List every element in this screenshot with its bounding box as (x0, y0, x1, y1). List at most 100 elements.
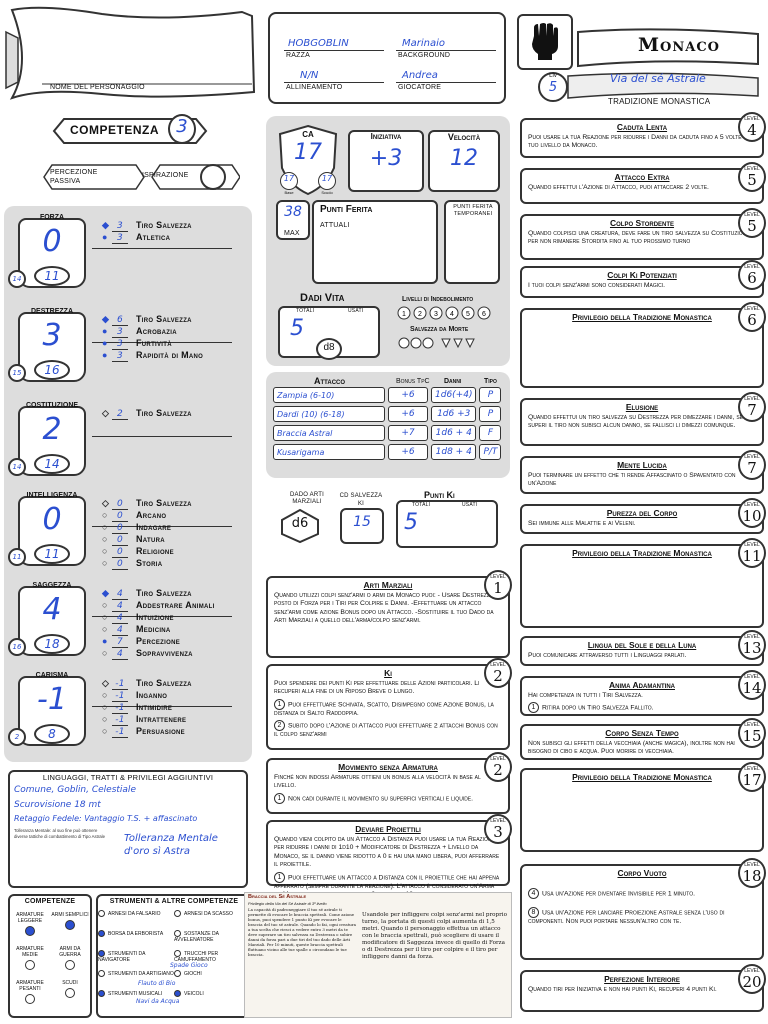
ability-base[interactable]: 16 (8, 638, 26, 656)
competence-toggle-icon[interactable] (65, 960, 75, 970)
hd-total-value[interactable]: 5 (290, 316, 304, 341)
initiative-value[interactable]: +3 (369, 146, 403, 171)
skill-value[interactable]: 0 (112, 523, 128, 534)
skill-value[interactable]: 3 (112, 327, 128, 338)
skill-value[interactable]: 4 (112, 649, 128, 660)
attack-name[interactable]: Braccia Astral (273, 425, 385, 441)
ability-base[interactable]: 11 (8, 548, 26, 566)
tradition-value[interactable]: Via del sé Astrale (610, 72, 706, 85)
skill-value[interactable]: 7 (112, 637, 128, 648)
tool-competence[interactable]: Arnesi da Scasso (174, 910, 250, 917)
background-value[interactable]: Marinaio (402, 38, 446, 49)
tool-competence[interactable]: Strumenti da Navigatore (98, 950, 146, 963)
skill-value[interactable]: 4 (112, 613, 128, 624)
unproficient-marker-icon[interactable]: ○ (102, 726, 108, 736)
attack-bonus[interactable]: +6 (388, 406, 428, 422)
competence-toggle-icon[interactable] (98, 990, 105, 997)
race-value[interactable]: HOBGOBLIN (288, 38, 349, 49)
attack-bonus[interactable]: +6 (388, 387, 428, 403)
ki-dc-value[interactable]: 15 (353, 514, 371, 530)
unproficient-marker-icon[interactable]: ○ (102, 612, 108, 622)
hp-max-value[interactable]: 38 (284, 204, 302, 220)
use-counter-icon[interactable]: 1 (274, 698, 285, 710)
unproficient-marker-icon[interactable]: ○ (102, 546, 108, 556)
competence-toggle-icon[interactable] (25, 994, 35, 1004)
ability-score[interactable]: 0 (42, 224, 62, 259)
skill-value[interactable]: 0 (112, 535, 128, 546)
use-counter-icon[interactable]: 2 (274, 720, 285, 732)
skill-value[interactable]: 6 (112, 315, 128, 326)
competence-toggle-icon[interactable] (98, 970, 105, 977)
skill-value[interactable]: -1 (112, 727, 128, 738)
competenza-value[interactable]: 3 (176, 116, 188, 137)
competence-toggle-icon[interactable] (98, 930, 105, 937)
proficient-marker-icon[interactable]: ◆ (102, 588, 110, 598)
ability-modifier[interactable]: 8 (34, 724, 70, 744)
use-counter-icon[interactable]: 8 (528, 907, 539, 918)
ability-score[interactable]: 0 (42, 502, 62, 537)
attack-name[interactable]: Zampia (6-10) (273, 387, 385, 403)
alignment-value[interactable]: N/N (300, 70, 319, 81)
unproficient-marker-icon[interactable]: ◇ (102, 408, 110, 418)
competence-toggle-icon[interactable] (25, 960, 35, 970)
skill-value[interactable]: 3 (112, 221, 128, 232)
temp-hp-box[interactable] (444, 200, 500, 284)
tool-competence[interactable]: Trucchi per Camuffamento (174, 950, 219, 963)
speed-value[interactable]: 12 (450, 146, 478, 171)
attack-damage[interactable]: 1d6(+4) (431, 387, 477, 403)
skill-value[interactable]: 3 (112, 351, 128, 362)
competence-toggle-icon[interactable] (174, 930, 181, 937)
unproficient-marker-icon[interactable]: ◇ (102, 498, 110, 508)
tools-hand-1[interactable]: Flauto di Bio (138, 980, 176, 987)
ability-modifier[interactable]: 14 (34, 454, 70, 474)
attack-type[interactable]: P/T (479, 444, 502, 460)
competence-toggle-icon[interactable] (98, 950, 105, 957)
ability-modifier[interactable]: 16 (34, 360, 70, 380)
unproficient-marker-icon[interactable]: ○ (102, 510, 108, 520)
attack-damage[interactable]: 1d8 + 4 (431, 444, 477, 460)
use-counter-icon[interactable]: 1 (274, 792, 285, 804)
competence-toggle-icon[interactable] (65, 988, 75, 998)
death-saves-track[interactable] (396, 336, 504, 350)
ability-score[interactable]: 4 (42, 592, 62, 627)
ability-score[interactable]: 2 (42, 412, 62, 447)
unproficient-marker-icon[interactable]: ○ (102, 702, 108, 712)
skill-value[interactable]: 4 (112, 589, 128, 600)
skill-value[interactable]: 0 (112, 511, 128, 522)
proficient-marker-icon[interactable]: ● (102, 338, 108, 348)
ability-modifier[interactable]: 18 (34, 634, 70, 654)
competence-toggle-icon[interactable] (174, 990, 181, 997)
competence-toggle-icon[interactable] (174, 910, 181, 917)
skill-value[interactable]: 3 (112, 233, 128, 244)
competence-toggle-icon[interactable] (174, 950, 181, 957)
unproficient-marker-icon[interactable]: ○ (102, 624, 108, 634)
competence-toggle-icon[interactable] (25, 926, 35, 936)
unproficient-marker-icon[interactable]: ○ (102, 534, 108, 544)
proficient-marker-icon[interactable]: ◆ (102, 314, 110, 324)
ability-modifier[interactable]: 11 (34, 544, 70, 564)
skill-value[interactable]: -1 (112, 715, 128, 726)
attack-name[interactable]: Dardi (10) (6-18) (273, 406, 385, 422)
ki-total-value[interactable]: 5 (404, 510, 418, 535)
armor-competence[interactable]: Armature Medie (10, 946, 50, 970)
attack-bonus[interactable]: +7 (388, 425, 428, 441)
ability-base[interactable]: 15 (8, 364, 26, 382)
ability-score[interactable]: 3 (42, 318, 62, 353)
skill-value[interactable]: 0 (112, 547, 128, 558)
unproficient-marker-icon[interactable]: ○ (102, 522, 108, 532)
proficient-marker-icon[interactable]: ● (102, 636, 108, 646)
